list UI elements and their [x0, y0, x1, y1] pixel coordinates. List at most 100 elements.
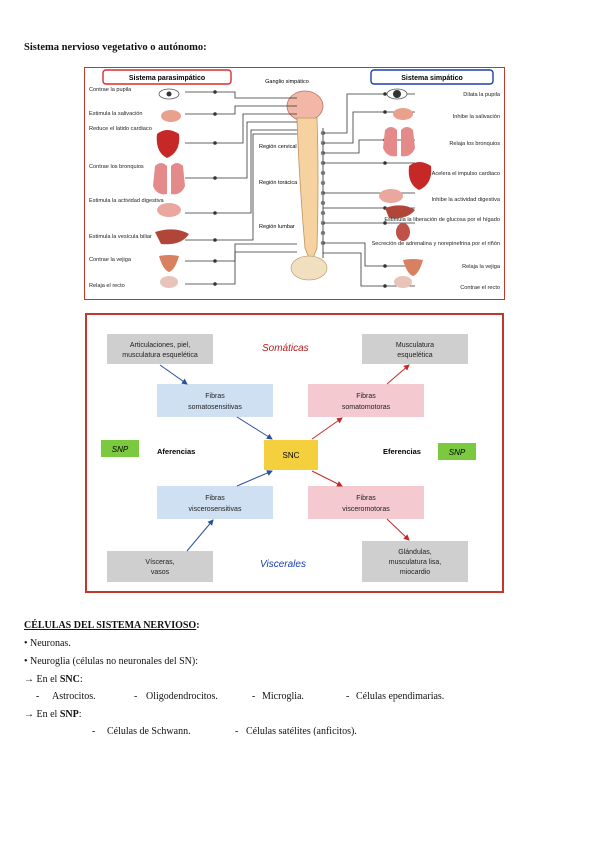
left-label: Estimula la vesícula biliar — [89, 234, 152, 240]
snp-label-left: SNP — [112, 445, 129, 454]
snp-badge-left — [101, 440, 139, 457]
parasympathetic-title: Sistema parasimpático — [129, 75, 205, 82]
sympathetic-labels: Dilata la pupila Inhibe la salivación Re… — [372, 92, 501, 291]
snc-dash: - — [36, 691, 40, 702]
parasympathetic-labels: Contrae la pupila Estimula la salivación… — [89, 87, 165, 289]
stomach-icon — [157, 203, 181, 217]
box-viscera — [107, 551, 213, 582]
snc-box — [264, 440, 318, 470]
box-glands — [362, 541, 468, 582]
bladder-icon — [403, 259, 423, 276]
snc-item: Astrocitos. — [52, 691, 96, 702]
snp-line: → En el SNP: — [24, 709, 82, 720]
arrow-prefix: → En el — [24, 709, 60, 720]
right-label: Relaja los bronquios — [449, 141, 500, 147]
snp-badge-right — [438, 443, 476, 460]
arrow — [236, 416, 273, 440]
arrow-prefix: → En el — [24, 674, 60, 685]
arrow — [236, 470, 273, 487]
left-label: Contrae la pupila — [89, 87, 132, 93]
right-label: Inhibe la salivación — [453, 114, 500, 120]
autonomic-system-figure: Sistema parasimpático Sistema simpático … — [84, 67, 505, 300]
rectum-icon — [160, 276, 178, 288]
snc-dash: - — [134, 691, 138, 702]
snc-item: Células ependimarias. — [356, 691, 445, 702]
snp-dash: - — [92, 726, 96, 737]
snc-term: SNC — [59, 674, 80, 685]
parasympathetic-title-box — [102, 69, 232, 85]
rectum-icon — [394, 276, 412, 288]
region-label: Región torácica — [259, 180, 298, 186]
arrow — [311, 470, 343, 487]
left-label: Contrae la vejiga — [89, 257, 132, 263]
liver-icon — [385, 205, 415, 219]
snc-line: → En el SNC: — [24, 674, 83, 685]
box-viscera-text: Vísceras,vasos — [145, 559, 174, 576]
left-label: Contrae los bronquios — [89, 164, 144, 170]
pelvis — [290, 255, 328, 281]
snc-dash: - — [346, 691, 350, 702]
kidney-icon — [396, 223, 410, 241]
region-label: Región lumbar — [259, 224, 295, 230]
lung-icon — [153, 163, 167, 195]
nervous-pathways-figure: Somáticas Viscerales Articulaciones, pie… — [85, 313, 504, 593]
right-label: Inhibe la actividad digestiva — [432, 197, 501, 203]
bullet-neurons: • Neuronas. — [24, 638, 71, 649]
snp-item: Células satélites (anficitos). — [246, 726, 357, 737]
left-label: Estimula la salivación — [89, 111, 142, 117]
right-label: Acelera el impulso cardiaco — [432, 171, 500, 177]
sympathetic-nerves — [323, 93, 415, 287]
snc-item: Oligodendrocitos. — [146, 691, 218, 702]
box-somatomotor — [308, 384, 424, 417]
snc-item: Microglia. — [262, 691, 304, 702]
snp-dash: - — [235, 726, 239, 737]
heart-icon — [408, 162, 432, 190]
lung-icon — [401, 127, 415, 157]
snp-label-right: SNP — [449, 448, 466, 457]
somatic-label: Somáticas — [262, 343, 309, 354]
efferents-label: Eferencias — [383, 447, 421, 456]
snc-label: SNC — [283, 451, 300, 460]
right-label: Dilata la pupila — [463, 92, 501, 98]
page-title: Sistema nervioso vegetativo o autónomo: — [24, 42, 207, 53]
stomach-icon — [379, 189, 403, 203]
spinal-cord — [296, 117, 319, 265]
arrow — [311, 417, 343, 440]
box-viscerosensory — [157, 486, 273, 519]
left-label: Reduce el latido cardiaco — [89, 126, 152, 132]
pupil-icon — [166, 91, 172, 97]
snp-item: Células de Schwann. — [107, 726, 191, 737]
autonomic-diagram: Sistema parasimpático Sistema simpático … — [89, 69, 501, 291]
box-glands-text: Glándulas,musculatura lisa,miocardio — [389, 549, 442, 576]
box-somatosensory — [157, 384, 273, 417]
parasympathetic-nerves — [185, 91, 297, 285]
arrow — [186, 519, 214, 552]
bladder-icon — [159, 255, 179, 272]
left-label: Relaja el recto — [89, 283, 125, 289]
cells-heading-line: CÉLULAS DEL SISTEMA NERVIOSO: — [24, 619, 200, 633]
box-skeletal-muscle — [362, 334, 468, 364]
arrow — [386, 518, 410, 541]
sympathetic-title-box — [370, 69, 494, 85]
box-visceromotor — [308, 486, 424, 519]
sympathetic-title: Sistema simpático — [401, 75, 462, 82]
region-label: Región cervical — [259, 144, 297, 150]
parasympathetic-organs — [153, 88, 189, 288]
arrow — [159, 364, 188, 385]
lung-icon — [171, 163, 185, 195]
salivary-gland-icon — [393, 108, 413, 120]
right-label: Relaja la vejiga — [462, 264, 501, 270]
right-label: Contrae el recto — [460, 285, 500, 291]
salivary-gland-icon — [161, 110, 181, 122]
heart-icon — [156, 130, 180, 158]
left-label: Estimula la actividad digestiva — [89, 198, 165, 204]
lung-icon — [383, 127, 397, 157]
bullet-neuroglia: • Neuroglia (células no neuronales del S… — [24, 656, 199, 667]
colon: : — [196, 620, 200, 631]
liver-icon — [155, 229, 189, 245]
